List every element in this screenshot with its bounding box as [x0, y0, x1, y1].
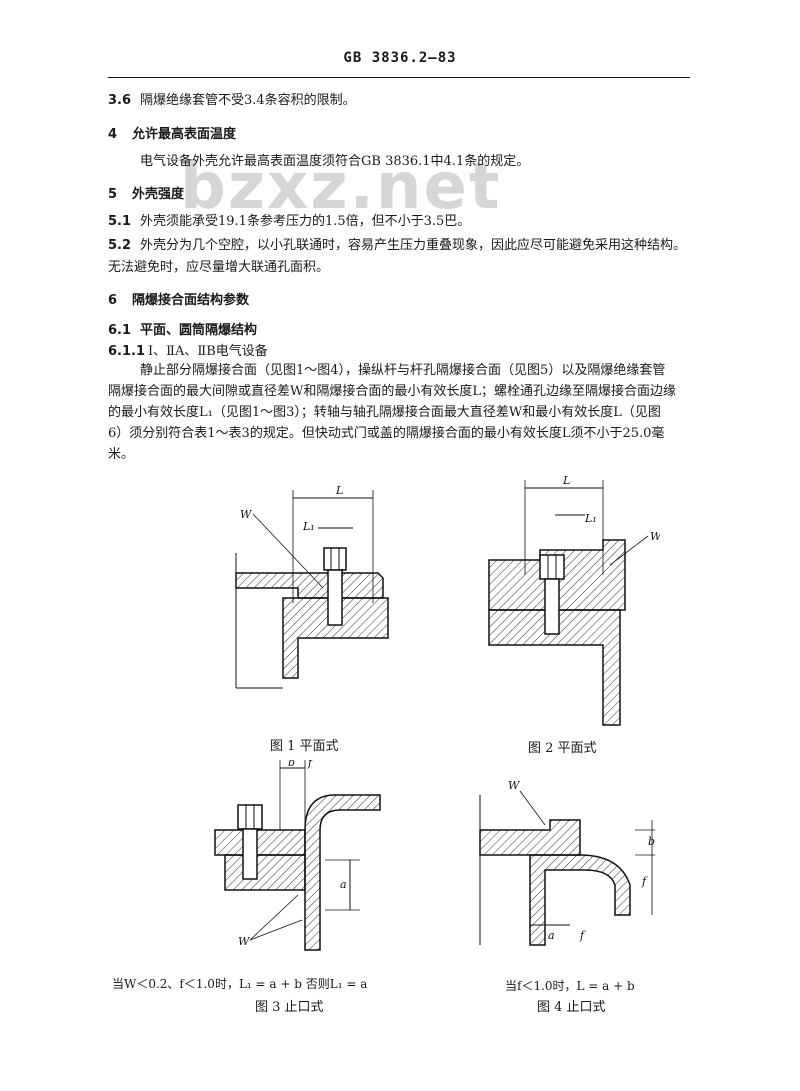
section-title: Ⅰ、ⅡA、ⅡB电气设备 — [148, 344, 268, 359]
para-line-3: 的最小有效长度L₁（见图1～图3）；转轴与轴孔隔爆接合面最大直径差W和最小有效长… — [108, 405, 661, 420]
figure-4-drawing: W b f a f — [479, 779, 655, 946]
section-title: 隔爆接合面结构参数 — [132, 293, 250, 308]
para-line-1: 静止部分隔爆接合面（见图1～图4），操纵杆与杆孔隔爆接合面（见图5）以及隔爆绝缘… — [140, 363, 666, 378]
header-rule — [108, 77, 690, 78]
page-header-code: GB 3836.2—83 — [343, 50, 457, 66]
section-6-heading: 6 隔爆接合面结构参数 — [108, 292, 758, 310]
section-text: 外壳须能承受19.1条参考压力的1.5倍，但不小于3.5巴。 — [140, 214, 471, 229]
label-W: W — [650, 530, 660, 543]
label-a: a — [548, 929, 555, 942]
section-number: 5.2 — [108, 238, 132, 253]
section-number: 5.1 — [108, 214, 132, 229]
label-b: b — [648, 835, 655, 848]
section-6-1-heading: 6.1 平面、圆筒隔爆结构 — [108, 322, 758, 340]
figure-4-caption: 图 4 止口式 — [537, 1000, 606, 1015]
section-title: 允许最高表面温度 — [132, 127, 237, 142]
section-text: 外壳分为几个空腔，以小孔联通时，容易产生压力重叠现象，因此应尽可能避免采用这种结… — [140, 238, 687, 253]
section-3-6: 3.6 隔爆绝缘套管不受3.4条容积的限制。 — [108, 92, 758, 110]
section-text: 隔爆绝缘套管不受3.4条容积的限制。 — [140, 93, 356, 108]
label-L: L — [562, 474, 570, 487]
section-number: 4 — [108, 127, 118, 142]
para-line-4: 6）须分别符合表1～表3的规定。但快动式门或盖的隔爆接合面的最小有效长度L须不小… — [108, 426, 665, 441]
label-L1: L₁ — [302, 520, 315, 533]
para-line-2: 隔爆接合面的最大间隙或直径差W和隔爆接合面的最小有效长度L；螺栓通孔边缘至隔爆接… — [108, 384, 676, 399]
section-5-2: 5.2 外壳分为几个空腔，以小孔联通时，容易产生压力重叠现象，因此应尽可能避免采用… — [108, 237, 758, 255]
figure-4-note: 当f＜1.0时，L = a + b — [505, 979, 635, 993]
section-5-heading: 5 外壳强度 — [108, 186, 758, 204]
section-title: 外壳强度 — [132, 187, 185, 202]
label-a: a — [340, 878, 347, 891]
section-title: 平面、圆筒隔爆结构 — [140, 323, 258, 338]
section-number: 6.1.1 — [108, 344, 146, 359]
section-4-body: 电气设备外壳允许最高表面温度须符合GB 3836.1中4.1条的规定。 — [140, 154, 530, 169]
section-number: 5 — [108, 187, 118, 202]
figure-3-note: 当W＜0.2、f＜1.0时，L₁ = a + b 否则L₁ = a — [112, 977, 368, 991]
section-5-1: 5.1 外壳须能承受19.1条参考压力的1.5倍，但不小于3.5巴。 — [108, 213, 758, 231]
figure-2-caption: 图 2 平面式 — [528, 741, 597, 756]
section-4-heading: 4 允许最高表面温度 — [108, 126, 758, 144]
section-5-2-cont: 无法避免时，应尽量增大联通孔面积。 — [108, 260, 330, 275]
figure-1-caption: 图 1 平面式 — [270, 739, 339, 754]
section-number: 6.1 — [108, 323, 132, 338]
label-L: L — [335, 484, 343, 497]
figure-1-drawing: L L₁ W — [235, 484, 389, 689]
label-b: b — [288, 760, 295, 769]
label-f: f — [641, 875, 648, 888]
label-W: W — [240, 508, 253, 521]
figure-3-drawing: b f a W — [214, 760, 381, 951]
label-f-bottom: f — [579, 929, 586, 942]
figure-3-caption: 图 3 止口式 — [255, 1000, 324, 1015]
label-f: f — [307, 760, 314, 769]
para-line-5: 米。 — [108, 447, 135, 462]
section-number: 6 — [108, 293, 118, 308]
watermark: bzxz.net — [180, 150, 502, 224]
label-L1: L₁ — [584, 512, 597, 525]
section-number: 3.6 — [108, 93, 132, 108]
figure-2-drawing: L L₁ W — [488, 474, 660, 726]
label-W: W — [508, 779, 521, 792]
label-W: W — [238, 935, 251, 948]
